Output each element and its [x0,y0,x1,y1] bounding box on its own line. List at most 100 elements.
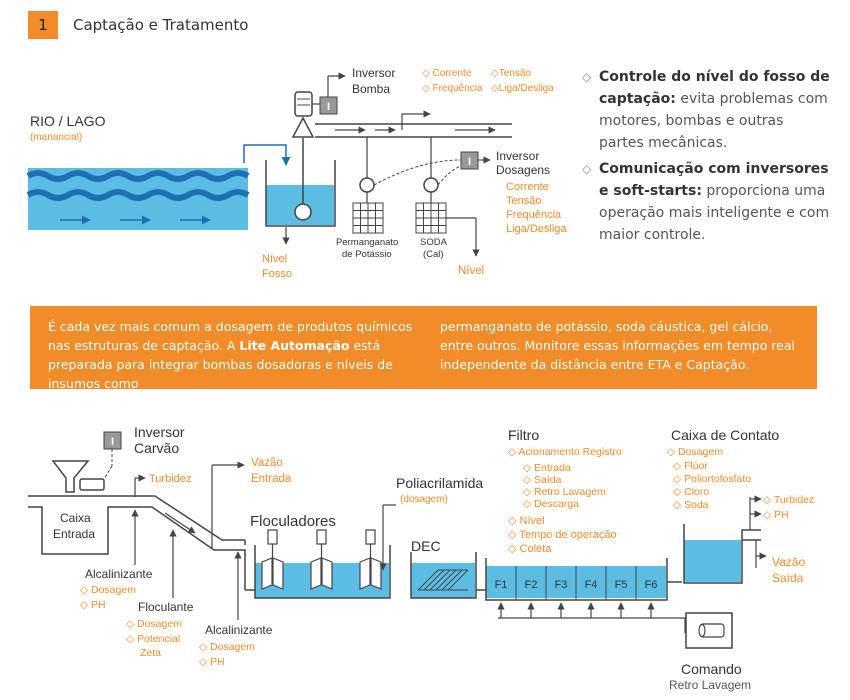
saida-turbidez: ◇ Turbidez [763,494,814,506]
bullet-2-text: proporciona uma operação mais inteligent… [599,183,830,243]
dosing-pump-permanganato-icon [359,177,375,193]
pump-impeller-icon [294,203,312,221]
floculante-potencial: ◇ Potencial [126,633,180,645]
poliacrilamida-sub: (dosagem) [400,494,448,505]
pump-param-frequencia: ◇ Frequência [422,83,483,94]
comando-label: Comando [681,661,742,677]
filtro-label: Filtro [508,427,539,443]
filtro-sub-descarga: ◇ Descarga [523,498,579,510]
turbidez-entrada-label: Turbidez [149,473,191,485]
soda-label-2: (Cal) [423,249,444,260]
dosing-pumps [352,159,480,257]
bullet-2-bold: Comunicação com inversores e soft-starts… [599,161,829,199]
banner-column-2: permanganato de potássio, soda cáustica,… [440,319,795,372]
inlet-channel [28,495,246,590]
floculante-dosagem: ◇ Dosagem [126,618,182,630]
intake-pipe [243,144,291,166]
banner-text-1a: É cada vez mais comum a dosagem de produ… [48,319,413,353]
nivel-fosso-label-2: Fosso [262,268,292,280]
dosing-pump-soda-icon [423,177,439,193]
alcalinizante-2-dosagem: ◇ Dosagem [199,641,255,653]
caixa-entrada-label-1: Caixa [60,511,91,525]
caixa-contato-cloro: ◇ Cloro [673,486,709,498]
pump-param-corrente: ◇ Corrente [422,68,472,79]
svg-text:I: I [327,101,330,113]
filter-f2: F2 [525,579,538,591]
filtro-acionamento: ◇ Acionamento Registro [508,446,622,458]
pump-motor-icon [291,91,315,138]
filter-f4: F4 [585,579,598,591]
inverter-carvao-icon: I [103,431,122,450]
inverter-pump-icon: I [319,96,338,115]
bullet-1-bold: Controle do nível do fosso de captação: [599,69,830,107]
pump-param-tensao: ◇Tensão [491,68,531,79]
filtro-sub-retro: ◇ Retro Lavagem [523,486,606,498]
pump-param-liga: ◇Liga/Desliga [491,83,554,94]
dec-label: DEC [411,538,441,554]
caixa-contato-label: Caixa de Contato [671,427,779,443]
filtro-param-coleta: ◇ Coleta [508,543,552,555]
dosing-param-3: Frequência [506,209,562,221]
bullet-1-text: evita problemas com motores, bombas e ou… [599,91,828,151]
filter-bank: F1 F2 F3 F4 F5 F6 [476,558,686,633]
outlet-pipes [315,110,512,178]
contact-tank [683,495,767,584]
svg-text:I: I [111,436,114,448]
backwash-pump-icon [685,612,733,649]
vazao-saida-label-1: Vazão [772,555,805,569]
vazao-saida-label-2: Saída [772,571,804,585]
filter-f6: F6 [645,579,658,591]
floculadores-label: Floculadores [250,513,336,530]
soda-label-1: SODA [420,237,448,248]
bullet-controle-nivel: ◇ Controle do nível do fosso de captação… [582,66,832,154]
section-number-badge: 1 [28,11,58,39]
diamond-icon: ◇ [582,162,592,176]
permanganato-label-2: de Potássio [342,249,392,260]
alcalinizante-1-ph: ◇ PH [80,599,106,611]
inverter-carvao-label-2: Carvão [134,440,179,456]
inverter-pump-label-2: Bomba [352,82,390,96]
carbon-hopper-icon [51,460,105,493]
caixa-contato-fluor: ◇ Flúor [673,460,708,472]
intake-pit [265,138,336,245]
river-water [26,168,250,230]
permanganato-tank-icon [352,202,384,234]
alcalinizante-1-dosagem: ◇ Dosagem [80,584,136,596]
banner-column-1: É cada vez mais comum a dosagem de produ… [48,317,413,393]
filter-f1: F1 [495,579,508,591]
svg-text:I: I [468,156,471,168]
inverter-dosing-label-1: Inversor [496,149,539,163]
filtro-sub-entrada: ◇ Entrada [523,462,571,474]
caixa-contato-dosagem: ◇ Dosagem [667,446,723,458]
vazao-entrada-label-1: Vazão [251,457,283,469]
alcalinizante-2-label: Alcalinizante [205,623,273,637]
inverter-carvao-label-1: Inversor [134,424,185,440]
dosing-param-2: Tensão [506,195,541,207]
filtro-sub-saida: ◇ Saída [523,474,562,486]
floculante-label: Floculante [138,600,194,614]
inverter-pump-label-1: Inversor [352,66,395,80]
nivel-label: Nível [458,265,484,277]
dosing-param-4: Liga/Desliga [506,223,567,235]
nivel-fosso-label-1: Nível [262,253,287,265]
inverter-dosing-icon: I [460,151,479,170]
caixa-contato-polio: ◇ Poliortofosfato [673,473,751,485]
caixa-entrada-label-2: Entrada [53,527,95,541]
source-title: RIO / LAGO [30,113,106,129]
soda-tank-icon [415,202,447,234]
retro-lavagem-label: Retro Lavagem [669,678,751,692]
source-subtitle: (manancial) [30,132,82,143]
inverter-dosing-label-2: Dosagens [496,163,550,177]
alcalinizante-2-ph: ◇ PH [199,656,225,668]
feature-bullets: ◇ Controle do nível do fosso de captação… [582,66,832,250]
filter-f5: F5 [615,579,628,591]
caixa-contato-soda: ◇ Soda [673,499,709,511]
banner-brand: Lite Automação [239,338,350,353]
poliacrilamida-label: Poliacrilamida [396,475,483,491]
flocculator-tank [245,504,396,599]
filtro-param-nivel: ◇ Nível [508,515,545,527]
filter-f3: F3 [555,579,568,591]
section-title: Captação e Tratamento [73,16,249,34]
dosing-param-1: Corrente [506,181,549,193]
